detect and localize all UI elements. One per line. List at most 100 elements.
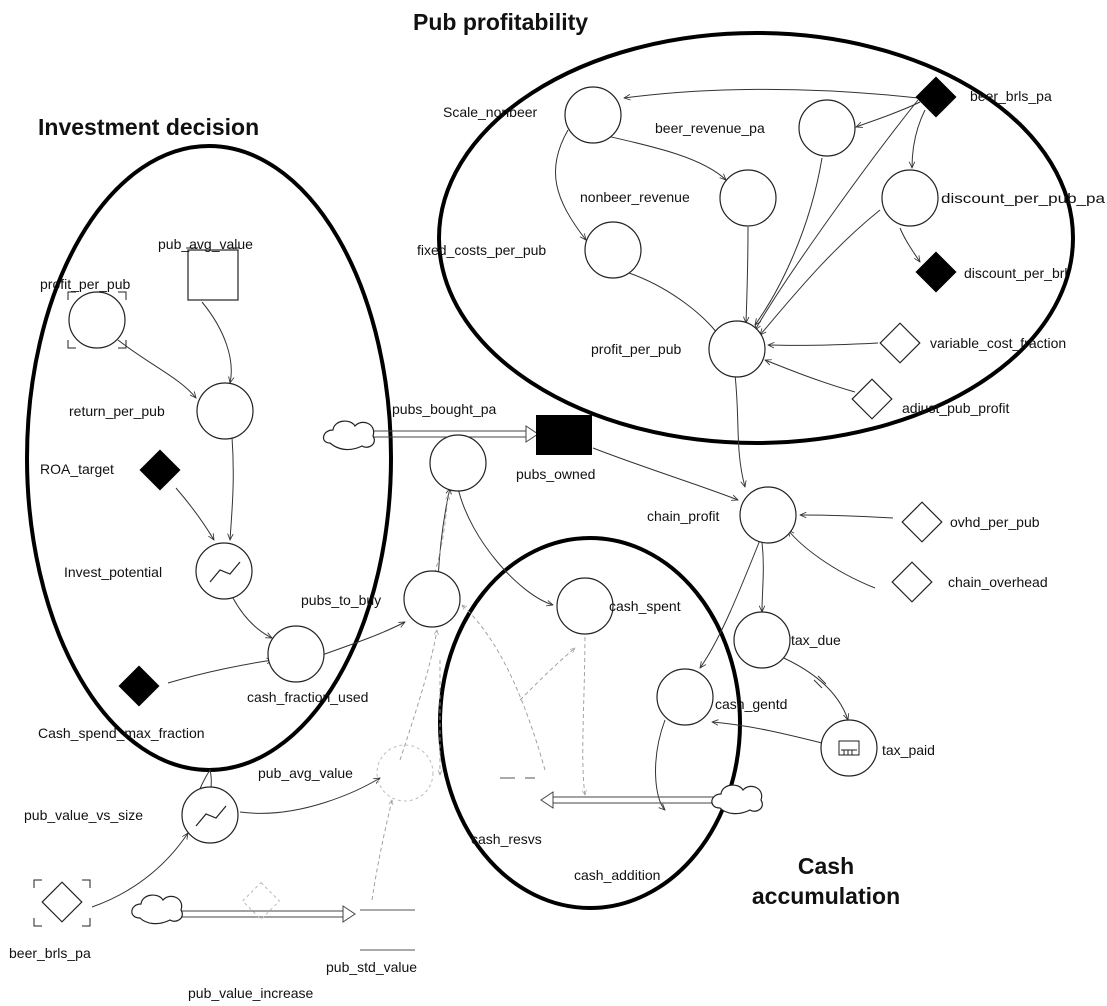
beer-revenue-pa-node[interactable] xyxy=(798,99,856,157)
connector xyxy=(239,778,380,814)
connector xyxy=(800,515,894,519)
cloud-icon xyxy=(323,420,375,451)
connector xyxy=(624,88,919,98)
cash-gentd-node[interactable] xyxy=(656,668,714,726)
discount-per-pub-pa-node[interactable] xyxy=(881,169,939,227)
connector xyxy=(117,339,196,398)
pub-avg-value-bottom-node[interactable] xyxy=(376,744,434,802)
label-pubs-bought-pa: pubs_bought_pa xyxy=(392,401,497,417)
connector xyxy=(321,622,405,656)
label-return-per-pub: return_per_pub xyxy=(69,403,165,419)
connector xyxy=(768,343,879,345)
connector xyxy=(592,447,738,500)
chain-profit-node[interactable] xyxy=(739,486,797,544)
beer-brls-pa-bottom-constant[interactable] xyxy=(41,881,83,923)
pubs-owned-stock[interactable] xyxy=(536,415,592,455)
adjust-pub-profit-constant[interactable] xyxy=(851,378,893,420)
label-cash-fraction-used: cash_fraction_used xyxy=(247,689,368,705)
tax-paid-icon xyxy=(838,740,860,756)
label-roa-target: ROA_target xyxy=(40,461,114,477)
connector xyxy=(755,157,823,325)
cash-accumulation-group xyxy=(438,536,742,910)
connector xyxy=(431,495,448,581)
graph-function-icon xyxy=(209,561,241,583)
discount-per-brl-constant[interactable] xyxy=(915,251,957,293)
group-title-cash-line2: accumulation xyxy=(752,883,900,909)
group-title-cash-line1: Cash xyxy=(798,853,854,879)
pubs-to-buy-node[interactable] xyxy=(403,570,461,628)
connector xyxy=(899,227,920,262)
label-cash-resvs: cash_resvs xyxy=(471,831,542,847)
return-per-pub-node[interactable] xyxy=(196,382,254,440)
label-invest-potential: Invest_potential xyxy=(64,564,162,580)
label-cash-addition: cash_addition xyxy=(574,867,660,883)
fixed-costs-per-pub-node[interactable] xyxy=(584,221,642,279)
group-title-pub-profitability: Pub profitability xyxy=(413,9,588,35)
pub-value-increase-flow-valve[interactable] xyxy=(241,881,281,921)
ghost-bracket-icon xyxy=(67,291,127,349)
connector xyxy=(619,269,722,340)
connector xyxy=(583,629,585,795)
cash-fraction-used-node[interactable] xyxy=(267,625,325,683)
connector xyxy=(762,541,763,612)
label-ovhd-per-pub: ovhd_per_pub xyxy=(950,514,1040,530)
connector xyxy=(712,722,827,745)
roa-target-constant[interactable] xyxy=(139,449,181,491)
label-variable-cost-fraction: variable_cost_fraction xyxy=(930,335,1066,351)
label-pub-value-increase: pub_value_increase xyxy=(188,985,314,1001)
connector xyxy=(175,487,214,540)
label-tax-paid: tax_paid xyxy=(882,742,935,758)
label-adjust-pub-profit: adjust_pub_profit xyxy=(902,400,1010,416)
connector xyxy=(912,109,926,168)
connector xyxy=(230,436,234,540)
label-chain-overhead: chain_overhead xyxy=(948,574,1048,590)
label-tax-due: tax_due xyxy=(791,632,841,648)
profit-per-pub-left-node[interactable] xyxy=(68,291,126,349)
chain-overhead-constant[interactable] xyxy=(891,561,933,603)
converters xyxy=(68,86,939,844)
pubs-bought-pa-node[interactable] xyxy=(429,434,487,492)
label-discount-per-brl: discount_per_brl xyxy=(964,265,1068,281)
label-chain-profit: chain_profit xyxy=(647,508,719,524)
variable-cost-fraction-constant[interactable] xyxy=(879,322,921,364)
connectors xyxy=(91,88,926,908)
connector xyxy=(755,99,919,330)
connector xyxy=(167,660,273,684)
connector xyxy=(765,360,856,393)
connector xyxy=(232,597,272,638)
connector xyxy=(746,226,748,323)
connector xyxy=(462,605,546,771)
pub-avg-value-stock[interactable] xyxy=(187,249,239,301)
scale-nonbeer-node[interactable] xyxy=(564,86,622,144)
nonbeer-revenue-node[interactable] xyxy=(719,169,777,227)
pub-std-value-stock[interactable] xyxy=(360,909,415,951)
flows xyxy=(177,425,827,923)
label-cash-gentd: cash_gentd xyxy=(715,696,787,712)
label-pub-value-vs-size: pub_value_vs_size xyxy=(24,807,143,823)
label-profit-per-pub-right: profit_per_pub xyxy=(591,341,682,357)
cash-spend-max-fraction-constant[interactable] xyxy=(118,665,160,707)
connector xyxy=(399,630,437,761)
label-fixed-costs-per-pub: fixed_costs_per_pub xyxy=(417,242,546,258)
connector xyxy=(371,800,392,901)
label-scale-nonbeer: Scale_nonbeer xyxy=(443,104,538,120)
investment-decision-group xyxy=(25,144,393,772)
graph-function-icon xyxy=(195,805,227,827)
beer-brls-pa-top-constant[interactable] xyxy=(915,76,957,118)
label-beer-brls-pa-top: beer_brls_pa xyxy=(970,88,1052,104)
connector xyxy=(201,301,231,383)
connector xyxy=(788,530,876,589)
label-pubs-to-buy: pubs_to_buy xyxy=(301,592,381,608)
ghost-bracket-icon xyxy=(33,879,91,927)
label-pub-std-value: pub_std_value xyxy=(326,959,417,975)
cash-spent-node[interactable] xyxy=(556,577,614,635)
label-nonbeer-revenue: nonbeer_revenue xyxy=(580,189,690,205)
label-beer-revenue-pa: beer_revenue_pa xyxy=(655,120,765,136)
tax-due-node[interactable] xyxy=(733,611,791,669)
label-pub-avg-value-top: pub_avg_value xyxy=(158,236,253,252)
label-beer-brls-pa-bottom: beer_brls_pa xyxy=(9,945,91,961)
cloud-icon xyxy=(131,894,183,925)
profit-per-pub-right-node[interactable] xyxy=(708,320,766,378)
ovhd-per-pub-constant[interactable] xyxy=(901,501,943,543)
